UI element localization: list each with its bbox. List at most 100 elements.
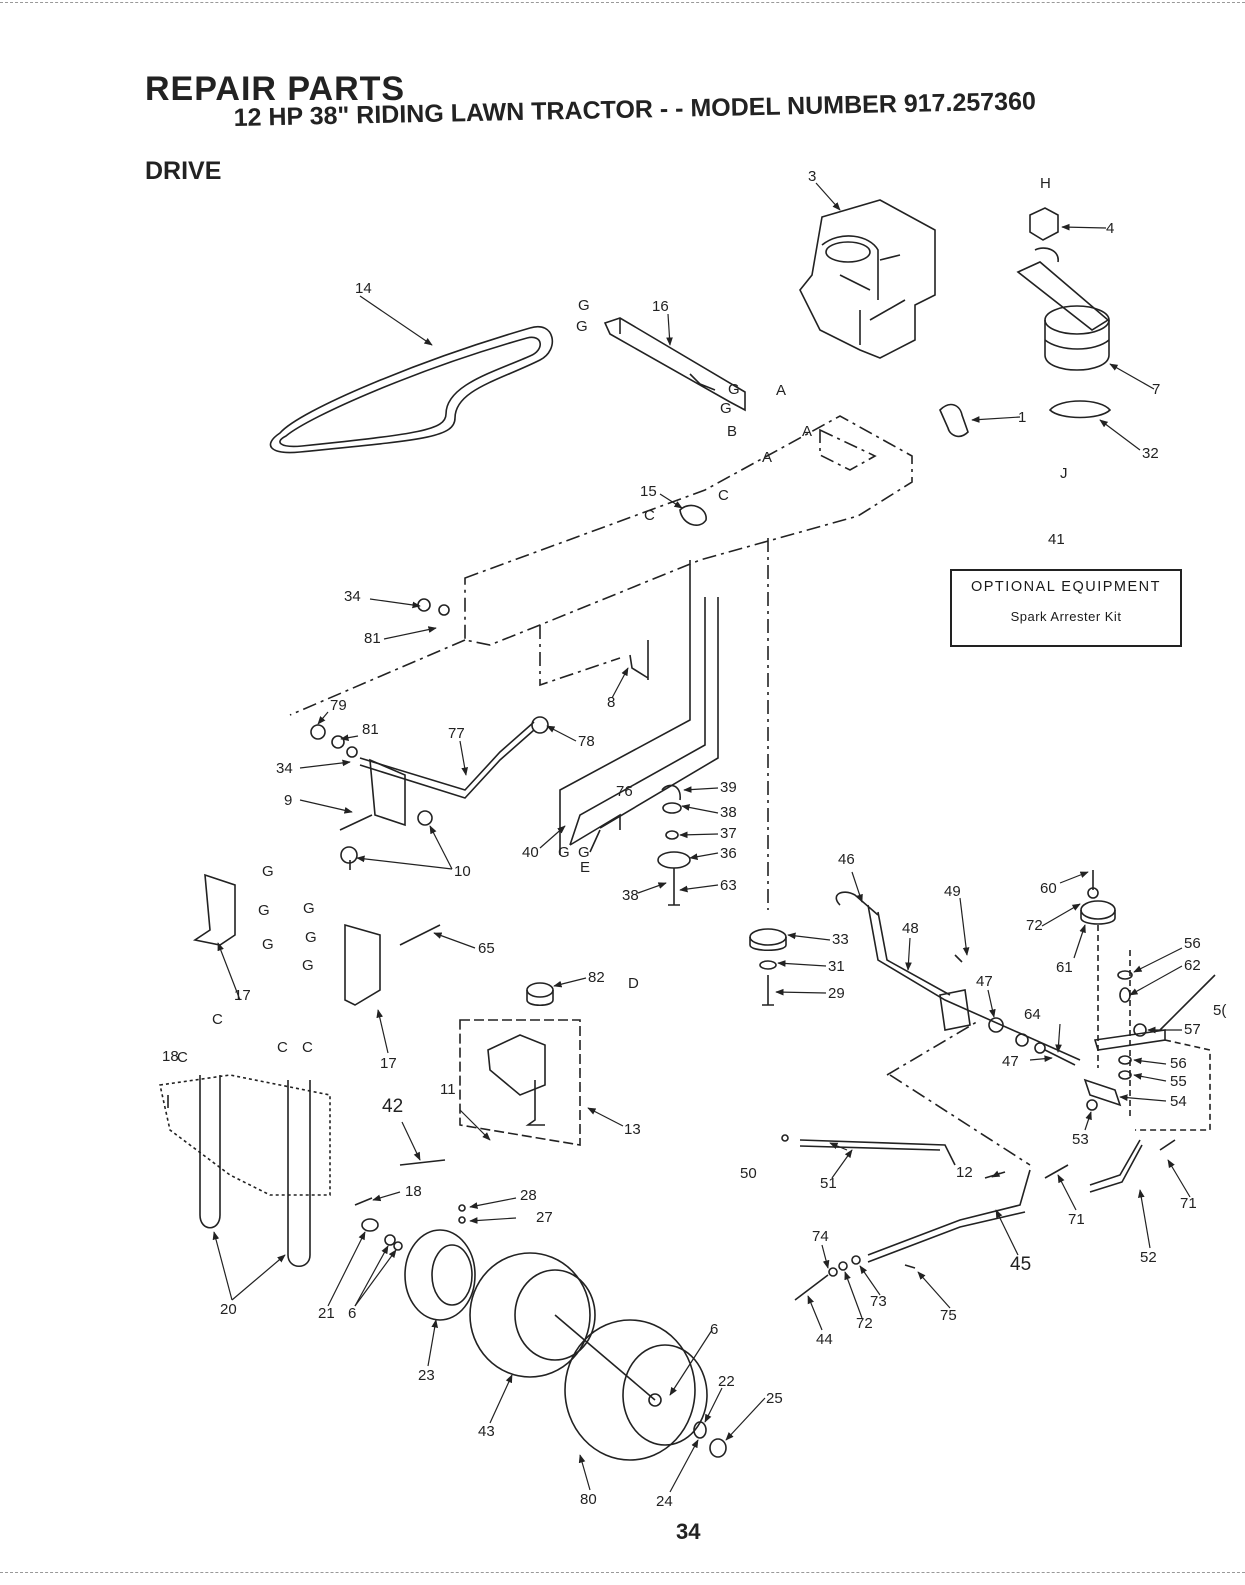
ref-j1: J — [1060, 465, 1068, 482]
transaxle — [159, 1074, 331, 1196]
callout-74: 74 — [812, 1228, 829, 1245]
muffler-7 — [1044, 320, 1110, 371]
callout-48: 48 — [902, 920, 919, 937]
callout-73: 73 — [870, 1293, 887, 1310]
callout-18a: 18 — [162, 1048, 179, 1065]
callout-40: 40 — [522, 844, 539, 861]
brake-box — [459, 1019, 581, 1146]
callout-46: 46 — [838, 851, 855, 868]
ref-g10: G — [302, 957, 314, 974]
callout-75: 75 — [940, 1307, 957, 1324]
callout-47b: 47 — [1002, 1053, 1019, 1070]
exhaust-gasket-4 — [1029, 207, 1059, 241]
callout-43: 43 — [478, 1423, 495, 1440]
rod-52 — [1089, 1139, 1143, 1193]
top-border-line — [0, 2, 1245, 3]
callout-33: 33 — [832, 931, 849, 948]
callout-1: 1 — [1018, 409, 1026, 426]
washer-31 — [759, 960, 777, 970]
rod-20b — [287, 1080, 311, 1268]
bushing-82 — [526, 982, 554, 998]
ref-g12: G — [578, 844, 590, 861]
tire-43 — [469, 1252, 591, 1378]
ref-g11: G — [558, 844, 570, 861]
callout-42: 42 — [382, 1096, 403, 1117]
pin-75 — [904, 1264, 916, 1269]
callout-6b: 6 — [710, 1321, 718, 1338]
optional-equipment-title: OPTIONAL EQUIPMENT — [970, 579, 1161, 595]
drive-belt-inner — [279, 336, 541, 448]
washer-79 — [310, 724, 326, 740]
callout-32: 32 — [1142, 445, 1159, 462]
drive-belt — [269, 325, 554, 454]
ref-g6: G — [258, 902, 270, 919]
shift-rod-77 — [359, 721, 535, 799]
callout-7: 7 — [1152, 381, 1160, 398]
callout-45: 45 — [1010, 1254, 1031, 1275]
callout-13: 13 — [624, 1121, 641, 1138]
rod-51 — [799, 1139, 956, 1166]
callout-27: 27 — [536, 1209, 553, 1226]
bolt-29 — [762, 975, 774, 1006]
optional-equipment-box: OPTIONAL EQUIPMENT Spark Arrester Kit — [950, 569, 1182, 647]
muffler-bracket — [1016, 247, 1110, 331]
rod-76 — [569, 813, 621, 853]
bracket-47 — [939, 989, 971, 1031]
ref-h1: H — [1040, 175, 1051, 192]
ref-a1: A — [776, 382, 786, 399]
callout-38b: 38 — [622, 887, 639, 904]
clip-39 — [661, 784, 681, 801]
callout-61: 61 — [1056, 959, 1073, 976]
callout-76: 76 — [616, 783, 633, 800]
page-number: 34 — [676, 1519, 701, 1544]
callout-9: 9 — [284, 792, 292, 809]
callout-12: 12 — [956, 1164, 973, 1181]
bolt-63 — [668, 868, 680, 906]
ref-a2: A — [802, 423, 812, 440]
callout-17b: 17 — [380, 1055, 397, 1072]
callout-18b: 18 — [405, 1183, 422, 1200]
callout-47a: 47 — [976, 973, 993, 990]
callout-72b: 72 — [856, 1315, 873, 1332]
ref-g3: G — [728, 381, 740, 398]
ref-c1: C — [718, 487, 729, 504]
ref-a3: A — [762, 449, 772, 466]
callout-3: 3 — [808, 168, 816, 185]
frame-outline — [464, 415, 913, 646]
section-title: DRIVE — [145, 157, 222, 185]
callout-37: 37 — [720, 825, 737, 842]
spring-65 — [399, 924, 441, 946]
callout-81a: 81 — [364, 630, 381, 647]
ref-g1: G — [578, 297, 590, 314]
pin-71a — [1044, 1164, 1069, 1179]
pulley-36 — [657, 851, 691, 869]
bolt-44 — [794, 1274, 829, 1301]
part-1-elbow — [939, 403, 969, 438]
rod-20a — [199, 1075, 221, 1229]
callout-62: 62 — [1184, 957, 1201, 974]
nut-10a — [417, 810, 433, 826]
part-callouts: 14 16 3 4 7 1 32 41 15 34 81 8 79 81 78 … — [162, 168, 1226, 1510]
callout-38a: 38 — [720, 804, 737, 821]
callout-54: 54 — [1170, 1093, 1187, 1110]
ref-g7: G — [262, 936, 274, 953]
callout-49: 49 — [944, 883, 961, 900]
callout-24: 24 — [656, 1493, 673, 1510]
callout-79: 79 — [330, 697, 347, 714]
key-18b — [354, 1197, 373, 1206]
spark-screen-32 — [1048, 400, 1112, 419]
callout-39: 39 — [720, 779, 737, 796]
callout-29: 29 — [828, 985, 845, 1002]
callout-6a: 6 — [348, 1305, 356, 1322]
tire-80 — [564, 1319, 696, 1461]
callout-34a: 34 — [344, 588, 361, 605]
callout-44: 44 — [816, 1331, 833, 1348]
washer-22 — [693, 1421, 707, 1439]
parts-artwork — [159, 199, 1216, 1461]
ref-c5: C — [277, 1039, 288, 1056]
callout-64: 64 — [1024, 1006, 1041, 1023]
ref-g4: G — [720, 400, 732, 417]
cap-25 — [709, 1438, 727, 1458]
callout-65: 65 — [478, 940, 495, 957]
page-title: REPAIR PARTS — [145, 70, 406, 108]
